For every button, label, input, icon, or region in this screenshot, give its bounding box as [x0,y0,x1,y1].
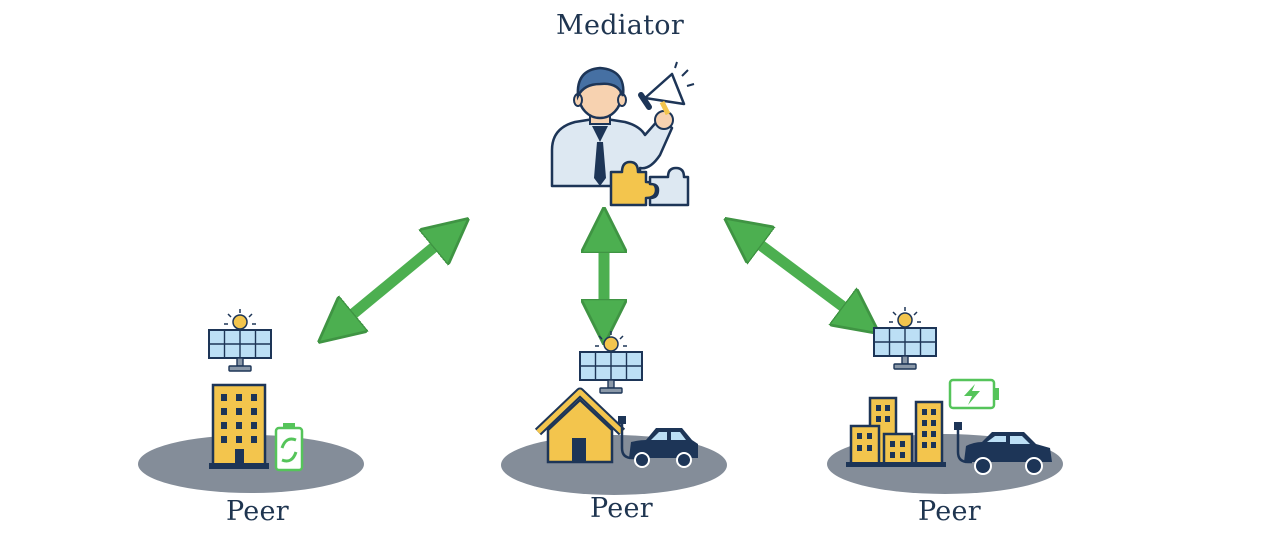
arrow-mediator-peer-left [336,233,451,328]
mediator-label: Mediator [556,10,685,41]
arrow-mediator-peer-right [743,232,861,320]
peer-left-label: Peer [226,496,290,527]
mediator-person-megaphone-icon [550,61,695,207]
peer-right-label: Peer [918,496,982,527]
peer-center-label: Peer [590,493,654,524]
office-building-solar-battery-icon [208,308,304,472]
city-solar-ev-battery-icon [846,306,1052,475]
house-solar-electric-car-icon [534,330,698,468]
